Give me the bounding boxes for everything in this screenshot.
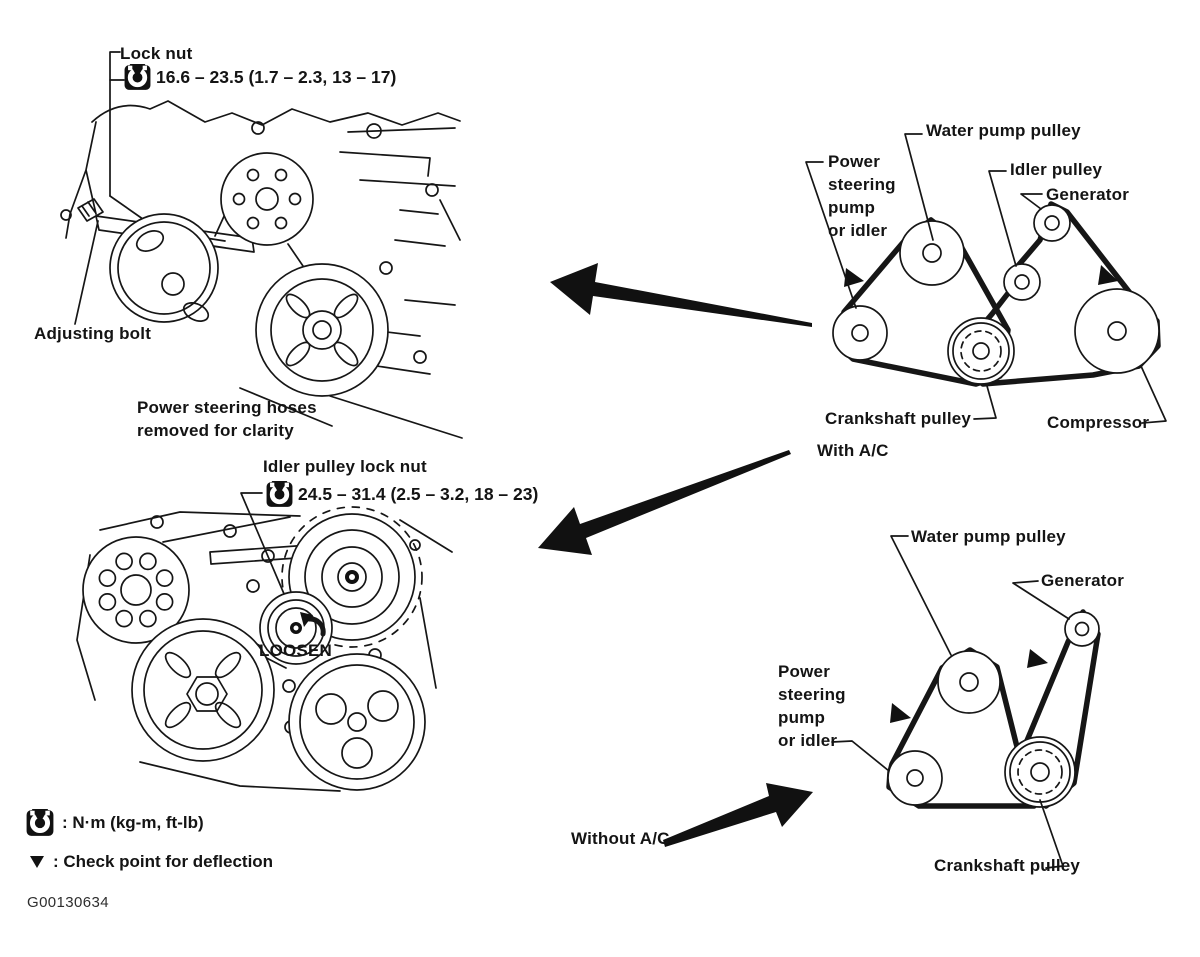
drive-belt-ps-wp-crank: [835, 217, 1011, 387]
compressor-pulley: [1074, 288, 1160, 374]
legend-torque: : N·m (kg-m, ft-lb): [26, 809, 204, 837]
adjusting-bolt-leader-line: [74, 220, 99, 325]
deflection-check-icon: [890, 703, 911, 723]
idler-lock-nut-leader-line: [240, 492, 297, 623]
leader-line-compressor: [1140, 365, 1167, 424]
leader-line-crankshaft: [1039, 799, 1064, 869]
deflection-check-icon: [844, 268, 864, 287]
water-pump-pulley: [899, 220, 965, 286]
torque-wrench-icon: [266, 481, 293, 507]
crankshaft-label-ac: Crankshaft pulley: [825, 409, 972, 428]
idler-pulley: [1003, 263, 1041, 301]
leader-line-power-steering: [831, 740, 890, 772]
leader-line-power-steering: [805, 161, 857, 309]
deflection-check-icon: [1098, 265, 1118, 285]
torque-spec-row-idler: 24.5 – 31.4 (2.5 – 3.2, 18 – 23): [266, 481, 538, 508]
legend-deflection: : Check point for deflection: [29, 852, 273, 872]
leader-line-idler: [988, 170, 1017, 267]
pulley-bottom-right: [288, 653, 426, 791]
deflection-triangle-icon: [30, 856, 44, 868]
adjusting-bolt: [77, 198, 104, 222]
pulley-top-left: [82, 536, 190, 644]
leader-line-generator: [1012, 580, 1070, 620]
leader-line-water-pump: [904, 133, 934, 241]
engine-top-outline: [91, 100, 461, 126]
water-pump-pulley: [937, 650, 1001, 714]
idler-label-ac: Idler pulley: [1010, 160, 1103, 179]
crankshaft-label-no-ac: Crankshaft pulley: [934, 856, 1081, 875]
loosen-arrowhead: [300, 612, 313, 627]
torque-spec-idler: 24.5 – 31.4 (2.5 – 3.2, 18 – 23): [298, 484, 539, 504]
without-ac-caption: Without A/C: [571, 829, 670, 848]
water-pump-pulley: [220, 152, 314, 246]
power-steering-pulley: [832, 305, 888, 361]
power-steering-pulley: [109, 213, 219, 323]
lock-nut-label: Lock nut: [120, 44, 193, 63]
figure-id: G00130634: [27, 894, 110, 911]
loosen-arrow: [306, 616, 326, 637]
generator-pulley: [1033, 204, 1071, 242]
generator-label-ac: Generator: [1046, 185, 1130, 204]
deflection-check-icon: [1027, 649, 1048, 668]
lock-nut-leader-line: [109, 51, 121, 197]
pointer-arrow-with-ac: [550, 263, 812, 327]
belt-diagram-without-ac: [831, 535, 1101, 869]
idler-pulley-loosen: [259, 591, 333, 665]
crankshaft-pulley: [255, 263, 389, 397]
leader-line-generator: [1020, 193, 1043, 210]
generator-pulley: [1064, 611, 1100, 647]
pointer-arrow-without-ac: [663, 783, 813, 847]
engine-left-outline: [65, 121, 97, 239]
power-steering-label-ac: Power steering pump or idler: [828, 152, 896, 240]
water-pump-label-no-ac: Water pump pulley: [911, 527, 1066, 546]
belt-diagram-with-ac: [805, 133, 1167, 424]
pulley-bottom-left: [131, 618, 275, 762]
pointer-arrow-to-loosen-view: [538, 450, 791, 555]
torque-wrench-icon: [26, 809, 54, 836]
torque-wrench-icon: [124, 64, 151, 90]
generator-label-no-ac: Generator: [1041, 571, 1125, 590]
loosen-label: LOOSEN: [259, 641, 332, 660]
engine-illustration-loosen: [76, 492, 453, 792]
engine-illustration-with-ac: [60, 51, 463, 439]
power-steering-label-no-ac: Power steering pump or idler: [778, 662, 846, 750]
compressor-label-ac: Compressor: [1047, 413, 1150, 432]
engine-outline: [76, 511, 453, 792]
legend-torque-text: : N·m (kg-m, ft-lb): [62, 813, 204, 832]
ps-hoses-note: Power steering hoses removed for clarity: [137, 398, 317, 440]
torque-spec-lock-nut: 16.6 – 23.5 (1.7 – 2.3, 13 – 17): [156, 67, 397, 87]
idler-lock-nut-label: Idler pulley lock nut: [263, 457, 427, 476]
crankshaft-pulley: [1004, 736, 1076, 808]
with-ac-caption: With A/C: [817, 441, 889, 460]
crankshaft-pulley: [947, 317, 1015, 385]
legend-deflection-text: : Check point for deflection: [53, 852, 274, 871]
power-steering-pulley: [887, 750, 943, 806]
adjusting-bolt-label: Adjusting bolt: [34, 324, 152, 343]
torque-spec-row-lock-nut: 16.6 – 23.5 (1.7 – 2.3, 13 – 17): [124, 64, 396, 91]
leader-line-water-pump: [890, 535, 952, 656]
leader-line-crankshaft: [973, 385, 997, 420]
water-pump-label-ac: Water pump pulley: [926, 121, 1081, 140]
